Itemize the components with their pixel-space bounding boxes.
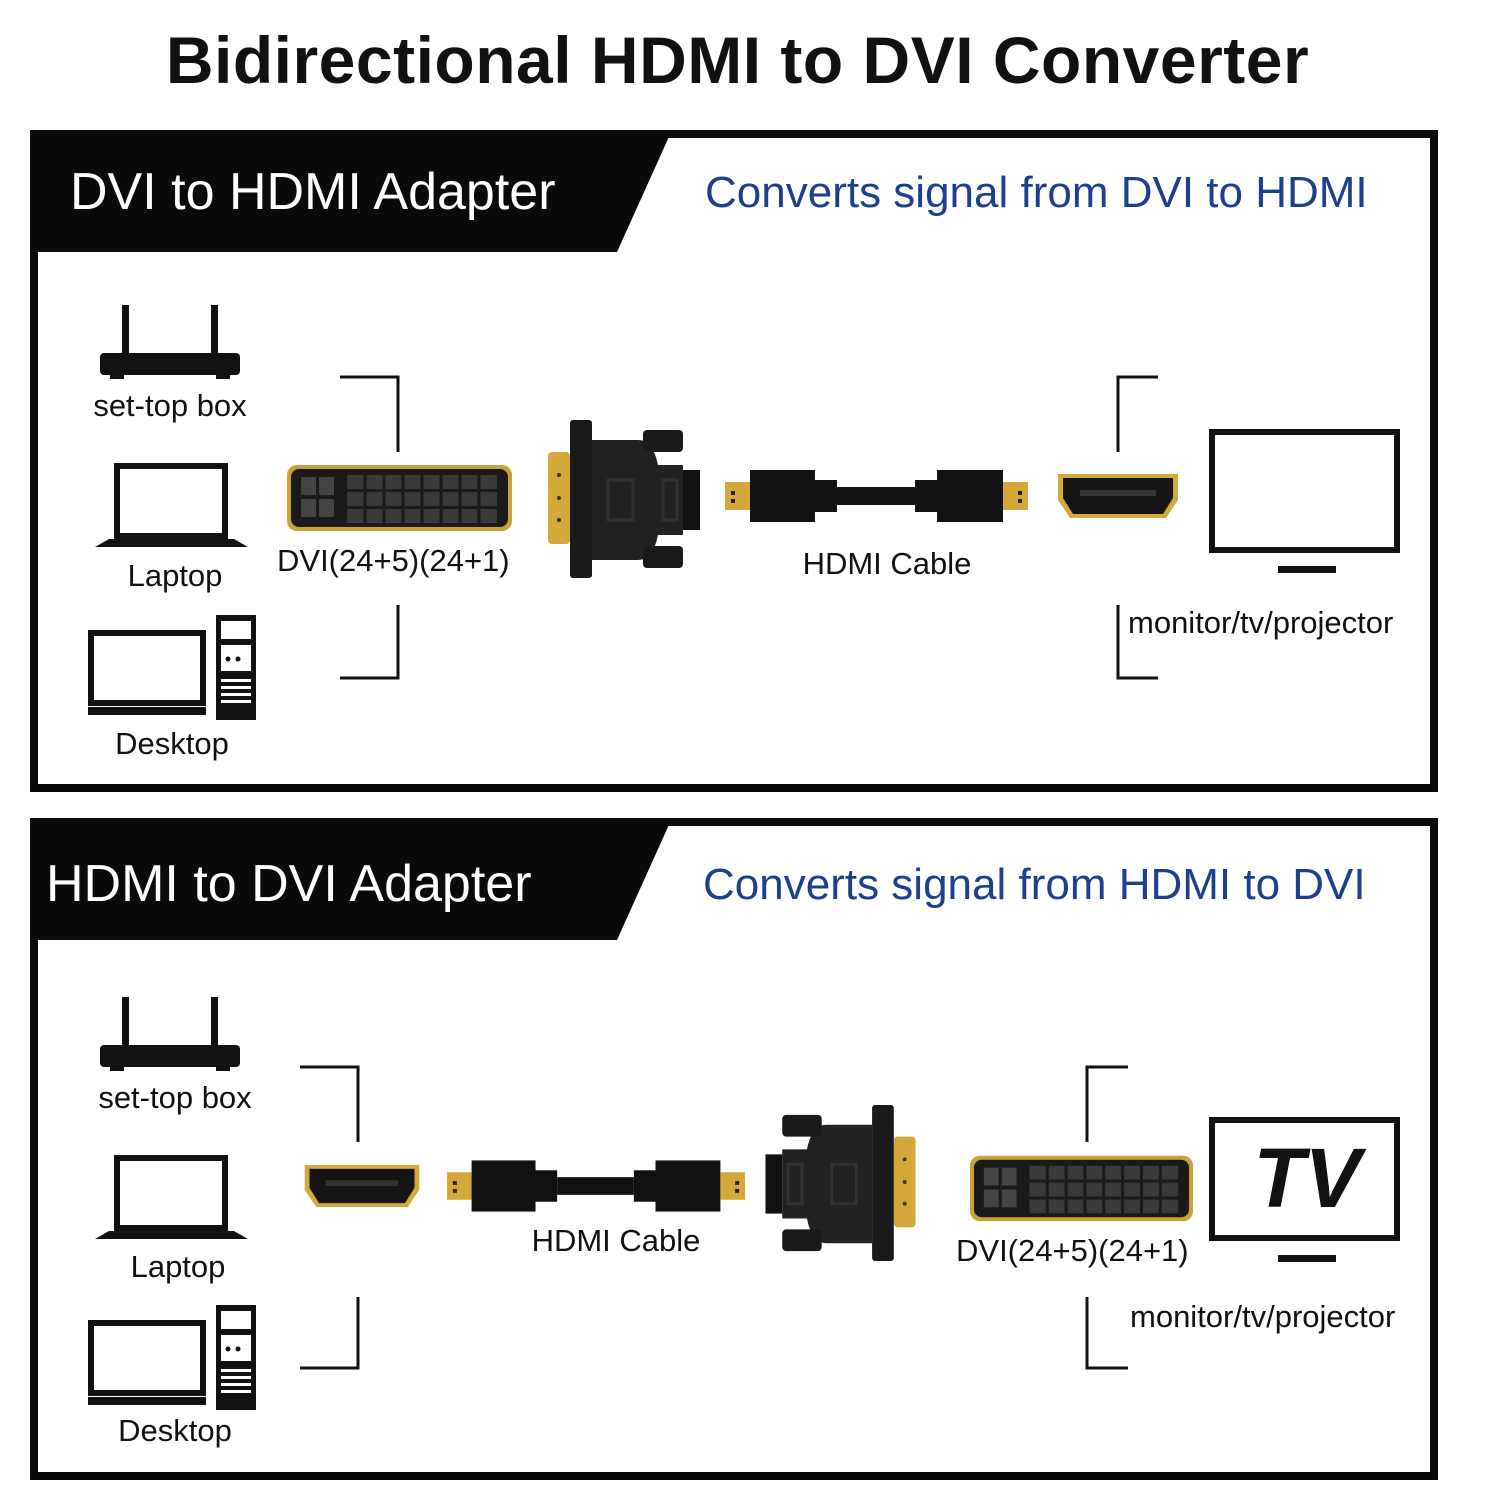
dvi-port-icon [970, 1155, 1193, 1222]
laptop-icon [95, 466, 248, 547]
desktop-icon [88, 1305, 256, 1410]
source-label-set-top-box: set-top box [93, 388, 247, 423]
panel-1-frame [30, 130, 1438, 792]
bracket-bottom-left [300, 1297, 360, 1370]
display-label: monitor/tv/projector [1128, 605, 1394, 640]
bracket-bottom-right [1116, 605, 1158, 680]
bracket-bottom-left [340, 605, 400, 680]
source-label-laptop: Laptop [127, 558, 223, 593]
dvi-port-icon [287, 465, 512, 531]
panel-1-subtitle: Converts signal from DVI to HDMI [705, 168, 1368, 217]
tv-screen-text: TV [1253, 1131, 1361, 1225]
hdmi-cable-label: HDMI Cable [802, 546, 972, 581]
panel-2-frame [30, 818, 1438, 1480]
panel-2-subtitle: Converts signal from HDMI to DVI [703, 860, 1366, 909]
dvi-hdmi-adapter-icon [548, 420, 700, 578]
hdmi-port-icon [304, 1165, 420, 1207]
tv-icon [1209, 1117, 1400, 1241]
panel-1-header: DVI to HDMI Adapter [70, 163, 556, 221]
panel-2-header: HDMI to DVI Adapter [46, 855, 532, 913]
monitor-stand-icon [1278, 566, 1336, 573]
source-label-desktop: Desktop [115, 726, 229, 761]
display-label: monitor/tv/projector [1130, 1299, 1396, 1334]
set-top-box-icon [100, 997, 240, 1071]
bracket-bottom-right [1085, 1297, 1128, 1370]
hdmi-cable-icon [447, 1160, 745, 1212]
bracket-top-left [300, 1065, 360, 1142]
set-top-box-icon [100, 305, 240, 379]
hdmi-dvi-adapter-icon [763, 1105, 918, 1261]
laptop-icon [95, 1158, 248, 1239]
bracket-top-right [1116, 375, 1158, 452]
panel-1-header-band [30, 130, 672, 252]
page-title: Bidirectional HDMI to DVI Converter [165, 23, 1310, 97]
source-label-desktop: Desktop [118, 1413, 232, 1448]
dvi-port-label: DVI(24+5)(24+1) [277, 543, 510, 578]
hdmi-cable-label: HDMI Cable [531, 1223, 701, 1258]
bracket-top-right [1085, 1065, 1128, 1142]
monitor-icon [1209, 429, 1400, 553]
dvi-port-label: DVI(24+5)(24+1) [956, 1233, 1189, 1268]
tv-stand-icon [1278, 1255, 1336, 1262]
hdmi-port-icon [1058, 474, 1178, 518]
source-label-laptop: Laptop [130, 1249, 226, 1284]
panel-2-header-band [30, 818, 672, 940]
bracket-top-left [340, 375, 400, 452]
source-label-set-top-box: set-top box [98, 1080, 252, 1115]
desktop-icon [88, 615, 256, 720]
hdmi-cable-icon [725, 470, 1028, 522]
